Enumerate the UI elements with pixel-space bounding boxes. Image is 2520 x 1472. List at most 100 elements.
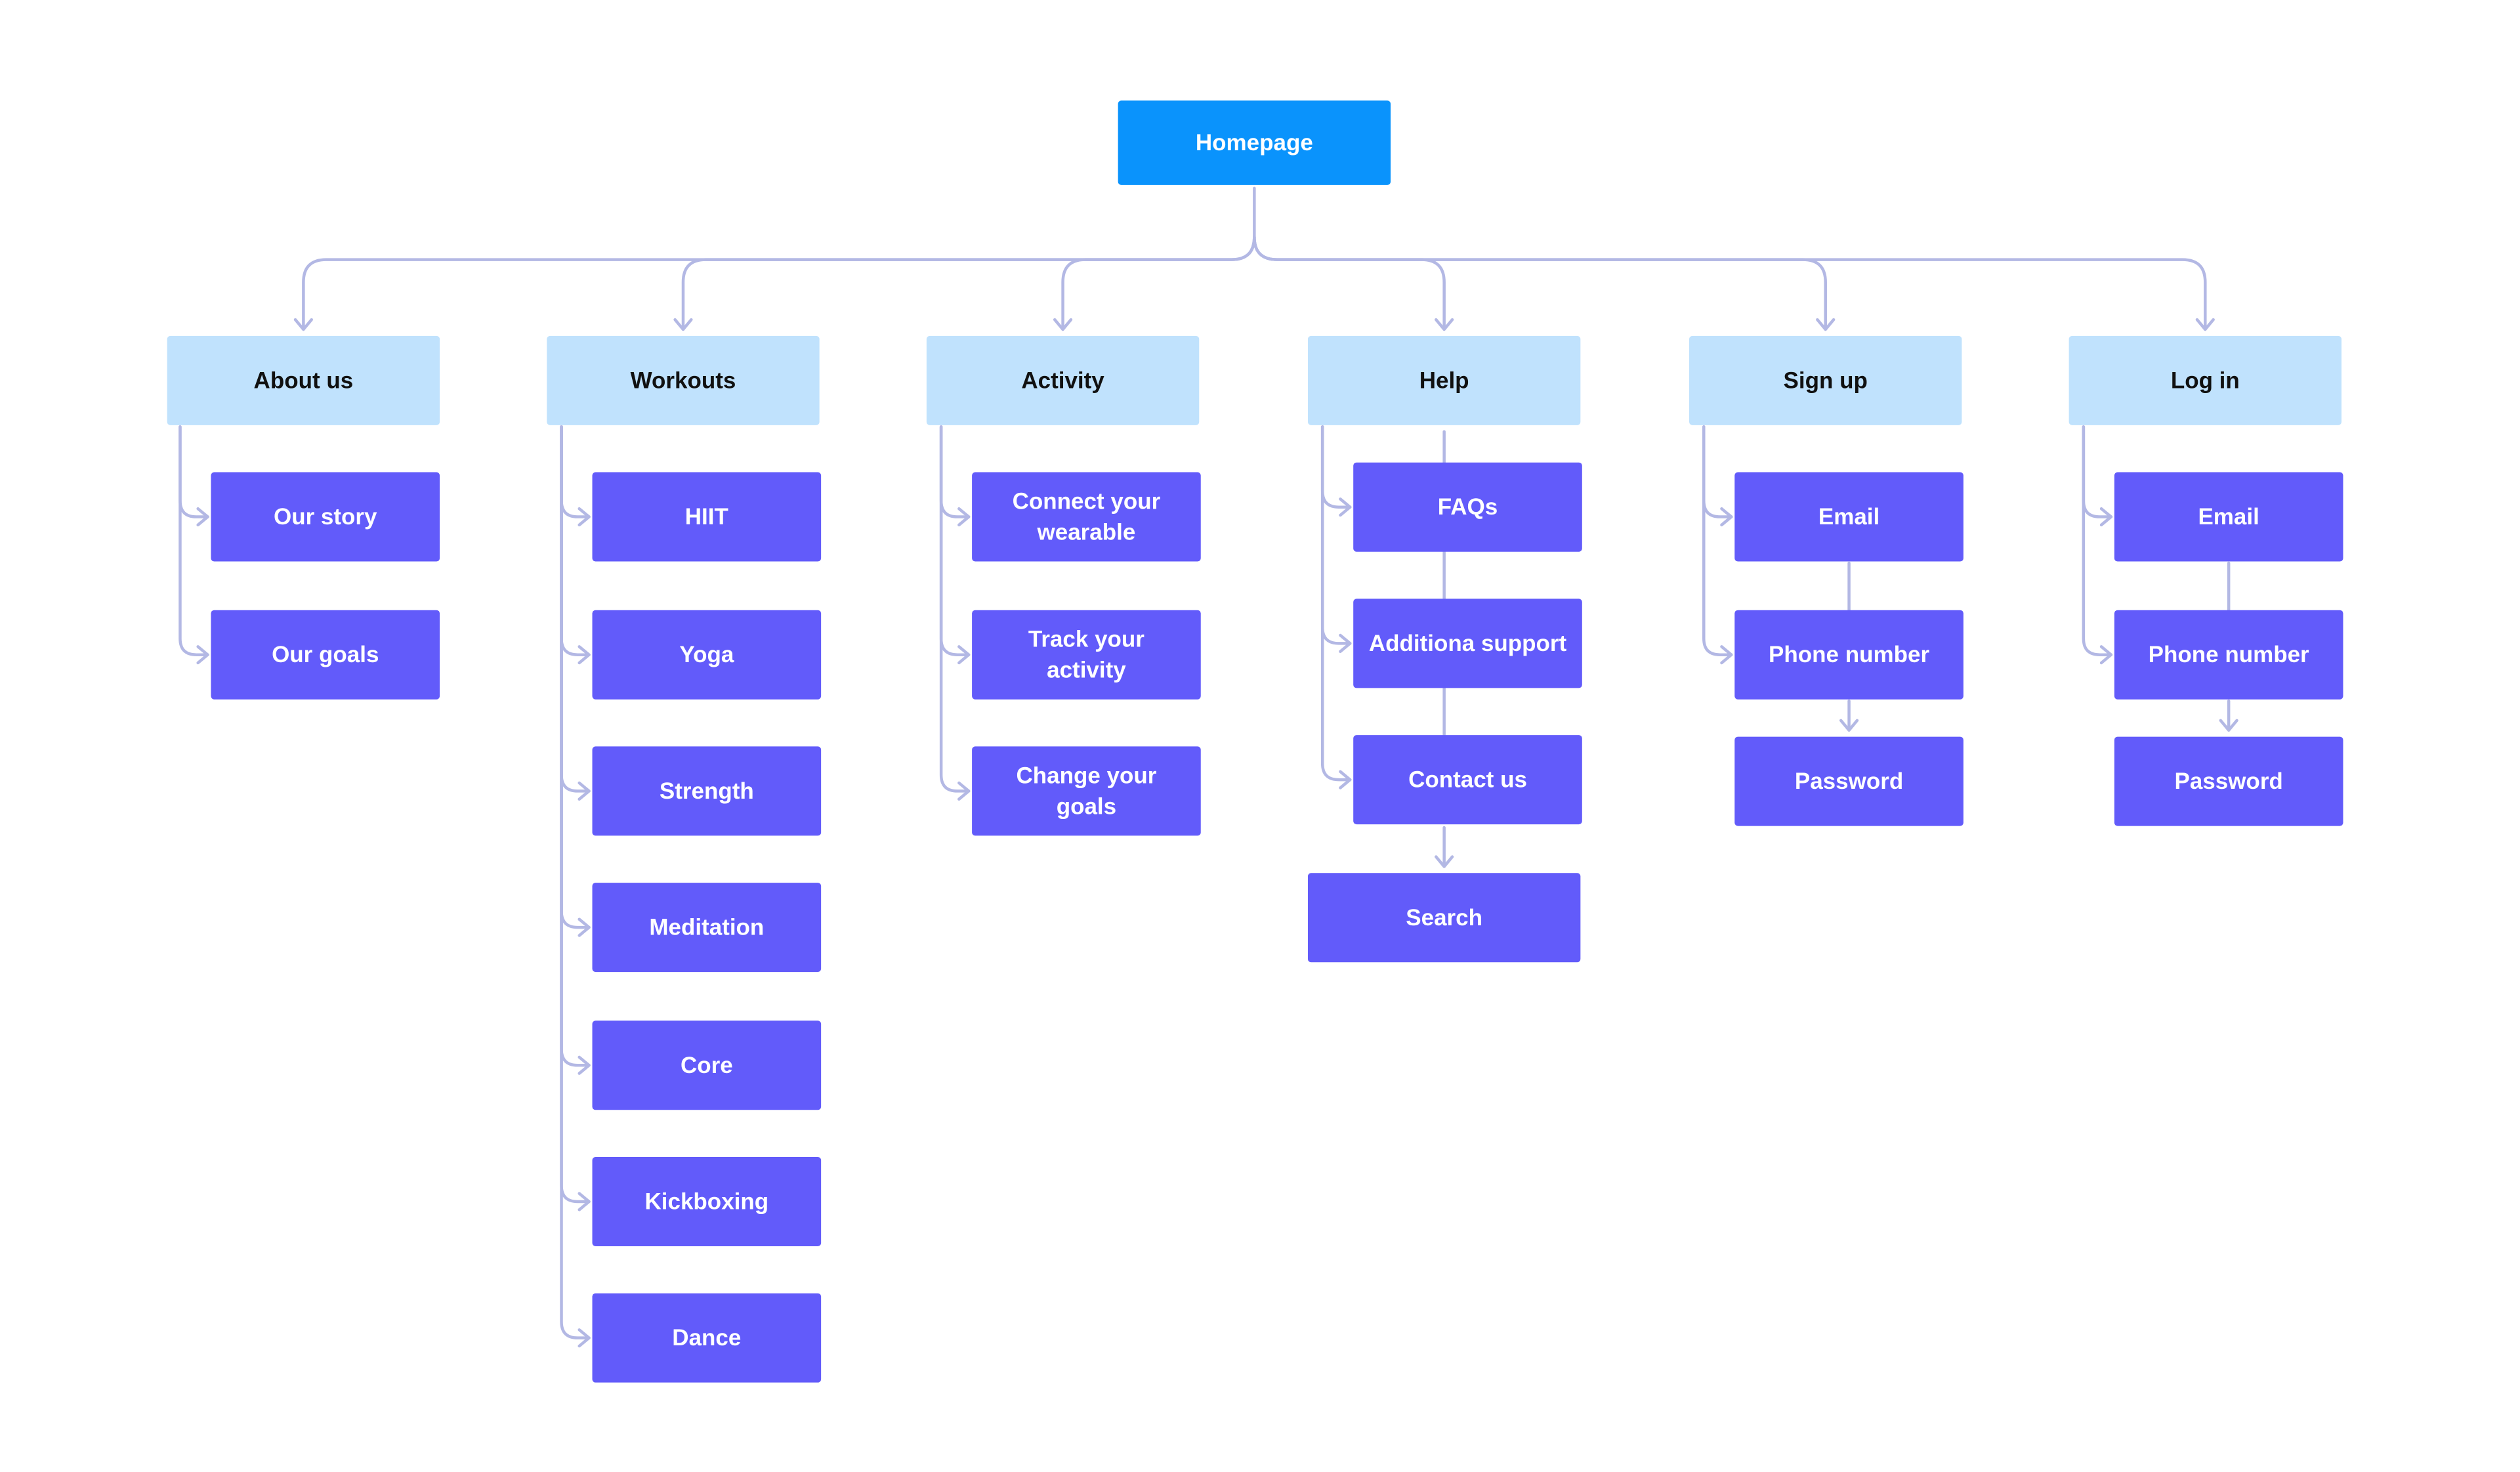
- page-log-in-email: Email: [2114, 472, 2343, 562]
- arrow-to-sign-up-password: [1839, 719, 1859, 732]
- arrow-to-workouts-child-5: [578, 1192, 591, 1211]
- page-about-us-our-goals: Our goals: [211, 610, 440, 700]
- arrow-to-about-us-child-1: [196, 645, 209, 665]
- page-log-in-password: Password: [2114, 736, 2343, 826]
- arrow-to-sign-up-child-1: [1720, 645, 1733, 665]
- bracket-connector-about-us-1: [178, 425, 209, 656]
- page-help-additiona-support-label: Additiona support: [1369, 631, 1567, 656]
- bus-connector-sign-up: [1253, 235, 1827, 331]
- bracket-connector-help-0: [1320, 425, 1352, 509]
- page-sign-up-email: Email: [1734, 472, 1964, 562]
- section-about-us-label: About us: [254, 368, 354, 393]
- homepage-node-label: Homepage: [1196, 130, 1313, 156]
- page-activity-track-your-activity-box: [972, 610, 1201, 700]
- bus-connector-activity: [1061, 235, 1256, 331]
- page-about-us-our-goals-label: Our goals: [272, 642, 379, 667]
- page-about-us-our-goals-box: [211, 610, 440, 700]
- bracket-connector-workouts-4: [560, 425, 591, 1067]
- arrow-to-help-child-1: [1339, 633, 1352, 654]
- arrow-to-activity-child-1: [957, 645, 971, 665]
- arrow-to-about-us: [293, 318, 313, 331]
- arrow-to-workouts-child-2: [578, 781, 591, 801]
- page-activity-connect-your-wearable-box: [972, 472, 1201, 562]
- page-activity-connect-your-wearable-label: Connect your: [1013, 489, 1161, 515]
- page-sign-up-phone-number: Phone number: [1734, 610, 1964, 700]
- bracket-connector-activity-2: [939, 425, 971, 793]
- bracket-connector-about-us-0: [178, 425, 209, 518]
- arrow-to-help-child-0: [1339, 497, 1352, 517]
- page-workouts-yoga: Yoga: [592, 610, 822, 700]
- bus-connector-about-us: [302, 235, 1256, 331]
- page-workouts-strength-box: [592, 746, 822, 836]
- section-workouts: Workouts: [547, 335, 820, 425]
- bus-connector-help: [1253, 235, 1446, 331]
- page-help-additiona-support: Additiona support: [1353, 599, 1582, 688]
- page-log-in-phone-number-label: Phone number: [2149, 642, 2309, 667]
- page-activity-connect-your-wearable-label: wearable: [1037, 520, 1136, 545]
- arrow-to-workouts-child-0: [578, 507, 591, 527]
- bracket-connector-activity-0: [939, 425, 971, 518]
- page-log-in-password-box: [2114, 736, 2343, 826]
- section-activity-box: [926, 335, 1200, 425]
- page-sign-up-phone-number-box: [1734, 610, 1964, 700]
- page-help-faqs-label: FAQs: [1438, 494, 1498, 520]
- section-help-label: Help: [1419, 368, 1469, 393]
- arrow-to-help: [1435, 318, 1454, 331]
- section-help: Help: [1307, 335, 1581, 425]
- page-workouts-hiit: HIIT: [592, 472, 822, 562]
- arrow-to-log-in-child-1: [2099, 645, 2113, 665]
- page-log-in-phone-number: Phone number: [2114, 610, 2343, 700]
- page-sign-up-password: Password: [1734, 736, 1964, 826]
- page-help-additiona-support-box: [1353, 599, 1582, 688]
- page-workouts-kickboxing-label: Kickboxing: [645, 1188, 769, 1214]
- page-workouts-hiit-box: [592, 472, 822, 562]
- section-sign-up-box: [1689, 335, 1962, 425]
- homepage-node-box: [1118, 100, 1391, 185]
- page-log-in-email-label: Email: [2198, 504, 2259, 530]
- page-workouts-yoga-box: [592, 610, 822, 700]
- page-workouts-meditation-box: [592, 883, 822, 973]
- page-activity-connect-your-wearable: Connect your wearable: [972, 472, 1201, 562]
- section-help-box: [1307, 335, 1581, 425]
- page-help-contact-us-label: Contact us: [1408, 767, 1527, 793]
- page-activity-change-your-goals-label: goals: [1057, 793, 1116, 819]
- connector-lines: [178, 186, 2238, 1348]
- page-sign-up-email-label: Email: [1818, 504, 1880, 530]
- page-workouts-meditation-label: Meditation: [649, 915, 764, 940]
- arrow-to-sign-up-child-0: [1720, 507, 1733, 527]
- page-workouts-kickboxing-box: [592, 1156, 822, 1246]
- page-workouts-core: Core: [592, 1020, 822, 1110]
- page-activity-track-your-activity-label: activity: [1047, 658, 1126, 683]
- page-sign-up-phone-number-label: Phone number: [1769, 642, 1929, 667]
- arrow-to-activity: [1053, 318, 1073, 331]
- page-workouts-hiit-label: HIIT: [685, 504, 728, 530]
- page-help-search-box: [1307, 873, 1581, 963]
- bracket-connector-workouts-6: [560, 425, 591, 1339]
- section-log-in: Log in: [2068, 335, 2342, 425]
- page-log-in-password-label: Password: [2174, 768, 2282, 794]
- page-workouts-core-label: Core: [681, 1053, 733, 1078]
- arrow-to-log-in-password: [2219, 719, 2238, 732]
- section-workouts-label: Workouts: [631, 368, 736, 393]
- section-sign-up: Sign up: [1689, 335, 1962, 425]
- bracket-connector-workouts-1: [560, 425, 591, 656]
- page-help-contact-us: Contact us: [1353, 735, 1582, 825]
- section-workouts-box: [547, 335, 820, 425]
- arrow-to-workouts-child-6: [578, 1328, 591, 1348]
- section-activity-label: Activity: [1021, 368, 1104, 393]
- page-help-faqs-box: [1353, 462, 1582, 552]
- arrow-to-activity-child-0: [957, 507, 971, 527]
- page-sign-up-password-box: [1734, 736, 1964, 826]
- bracket-connector-help-1: [1320, 425, 1352, 645]
- page-help-search: Search: [1307, 873, 1581, 963]
- arrow-to-about-us-child-0: [196, 507, 209, 527]
- bracket-connector-log-in-1: [2082, 425, 2113, 656]
- page-about-us-our-story-label: Our story: [274, 504, 377, 530]
- page-activity-change-your-goals-box: [972, 746, 1201, 836]
- page-help-search-label: Search: [1406, 905, 1482, 931]
- page-about-us-our-story: Our story: [211, 472, 440, 562]
